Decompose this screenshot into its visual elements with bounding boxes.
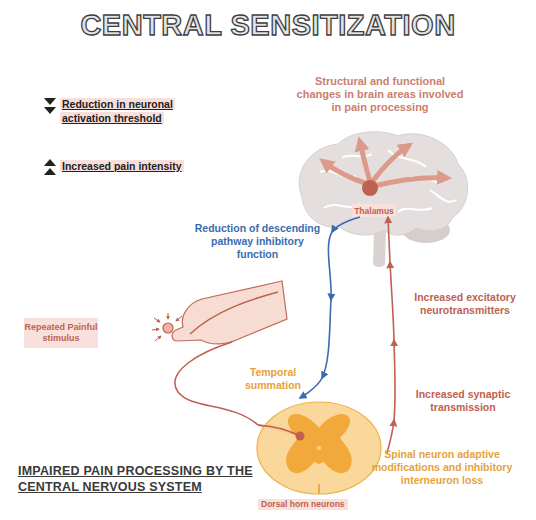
- process-label: Spinal neuron adaptive modifications and…: [355, 448, 529, 487]
- projection-arrow: [324, 162, 368, 184]
- brain-outline: [299, 132, 467, 235]
- projection-arrow: [372, 146, 408, 182]
- down-triangle: [44, 98, 56, 105]
- stimulus-text: Repeated Painful stimulus: [24, 322, 98, 344]
- central-canal: [317, 446, 321, 450]
- spinal-cord: Dorsal horn neurons: [252, 398, 387, 516]
- thalamus-box: Thalamus: [352, 204, 396, 217]
- spinal-cord-illustration: [257, 402, 381, 494]
- stimulus-arrow: [154, 318, 160, 322]
- brain-region: Structural and functional changes in bra…: [280, 72, 480, 270]
- pathway-arrow: [300, 217, 360, 398]
- brain-gyrus: [398, 208, 432, 212]
- dorsal-horn-neuron: [296, 432, 305, 441]
- brain-gyrus: [430, 190, 456, 202]
- stimulus-arrow: [176, 316, 182, 321]
- projection-arrow: [360, 142, 370, 182]
- connector-label: Reduction of descending pathway inhibito…: [190, 222, 325, 261]
- white-matter: [257, 402, 381, 494]
- stimulus-arrow: [168, 313, 169, 319]
- brain-gyrus: [342, 154, 372, 158]
- up-triangle: [44, 159, 56, 166]
- dorsal-horn-label: Dorsal horn neurons: [258, 499, 348, 510]
- projection-arrow: [374, 178, 446, 186]
- diagram-caption: IMPAIRED PAIN PROCESSING BY THE CENTRAL …: [18, 463, 270, 495]
- thalamus-dot: [362, 180, 378, 196]
- process-label: Increased synaptic transmission: [406, 388, 520, 414]
- stimulus-arrow: [152, 329, 159, 330]
- stimulus-arrow: [155, 336, 161, 341]
- brainstem: [373, 230, 386, 267]
- nerve-line: [190, 292, 278, 334]
- legend-text: Increased pain intensity: [60, 160, 184, 172]
- median-fissure: [318, 484, 320, 494]
- diagram-title: CENTRAL SENSITIZATION: [0, 9, 536, 42]
- legend-item: Increased pain intensity: [60, 159, 202, 173]
- connector-label: Increased excitatory neurotransmitters: [402, 291, 528, 317]
- arm-illustration: [172, 281, 287, 344]
- stimulus-box: Repeated Painful stimulus: [24, 318, 98, 348]
- legend-item: Reduction in neuronal activation thresho…: [60, 97, 202, 125]
- pathway-arrow: [387, 217, 395, 453]
- down-triangle: [44, 107, 56, 114]
- thalamus-text: Thalamus: [354, 206, 394, 216]
- stimulus-dot: [163, 323, 173, 333]
- process-label: Temporal summation: [240, 366, 306, 392]
- gray-matter: [286, 414, 352, 473]
- nerve-root: [258, 425, 300, 436]
- brain-illustration: [299, 132, 467, 267]
- up-triangle: [44, 168, 56, 175]
- legend-text: Reduction in neuronal activation thresho…: [60, 98, 175, 124]
- brain-heading: Structural and functional changes in bra…: [295, 75, 465, 114]
